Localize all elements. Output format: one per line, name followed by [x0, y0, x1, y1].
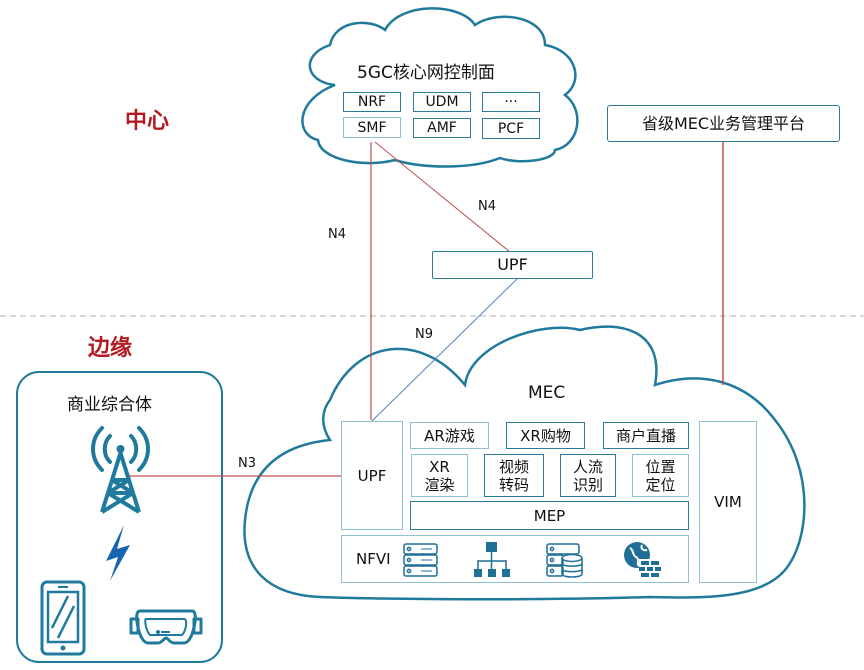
interface-n9: N9 [415, 327, 433, 342]
network-topology-icon [474, 542, 510, 577]
nf-pcf: PCF [482, 118, 540, 139]
nfvi-label: NFVI [356, 550, 391, 568]
server-rack-icon [403, 543, 438, 577]
mec-upf: UPF [341, 421, 403, 530]
commercial-complex-frame [16, 371, 223, 663]
smartphone-icon [40, 580, 86, 656]
app-xr-rendering: XR 渲染 [411, 454, 468, 497]
mec-management-platform: 省级MEC业务管理平台 [607, 105, 840, 142]
cell-tower-icon [91, 426, 150, 514]
mep-layer: MEP [410, 501, 689, 530]
nf-udm: UDM [413, 92, 471, 112]
commercial-complex-title: 商业综合体 [67, 395, 152, 415]
core-network-title: 5GC核心网控制面 [357, 63, 495, 83]
upf-node: UPF [432, 251, 593, 279]
n9-link [371, 277, 519, 422]
app-crowd-recognition: 人流 识别 [560, 454, 616, 497]
nf-nrf: NRF [343, 92, 401, 112]
app-video-transcoding: 视频 转码 [484, 454, 544, 497]
lightning-icon [106, 525, 130, 581]
app-merchant-live: 商户直播 [603, 422, 689, 449]
core-network-cloud [301, 7, 579, 168]
interface-n4-diag: N4 [478, 199, 496, 214]
nf-amf: AMF [413, 118, 471, 138]
region-label-edge: 边缘 [88, 336, 133, 361]
app-positioning: 位置 定位 [632, 454, 689, 497]
interface-n4-left: N4 [328, 227, 346, 242]
n4-link-smf-upf [374, 141, 511, 253]
app-ar-game: AR游戏 [410, 422, 489, 449]
region-label-center: 中心 [125, 109, 170, 134]
nf-more: ··· [482, 92, 540, 112]
vim-node: VIM [699, 421, 757, 583]
vr-headset-icon [129, 609, 203, 645]
globe-firewall-icon [624, 542, 661, 578]
nf-smf: SMF [343, 117, 401, 138]
mec-title: MEC [528, 383, 566, 403]
interface-n3: N3 [238, 456, 256, 471]
app-xr-shopping: XR购物 [506, 422, 585, 449]
storage-database-icon [546, 543, 583, 578]
